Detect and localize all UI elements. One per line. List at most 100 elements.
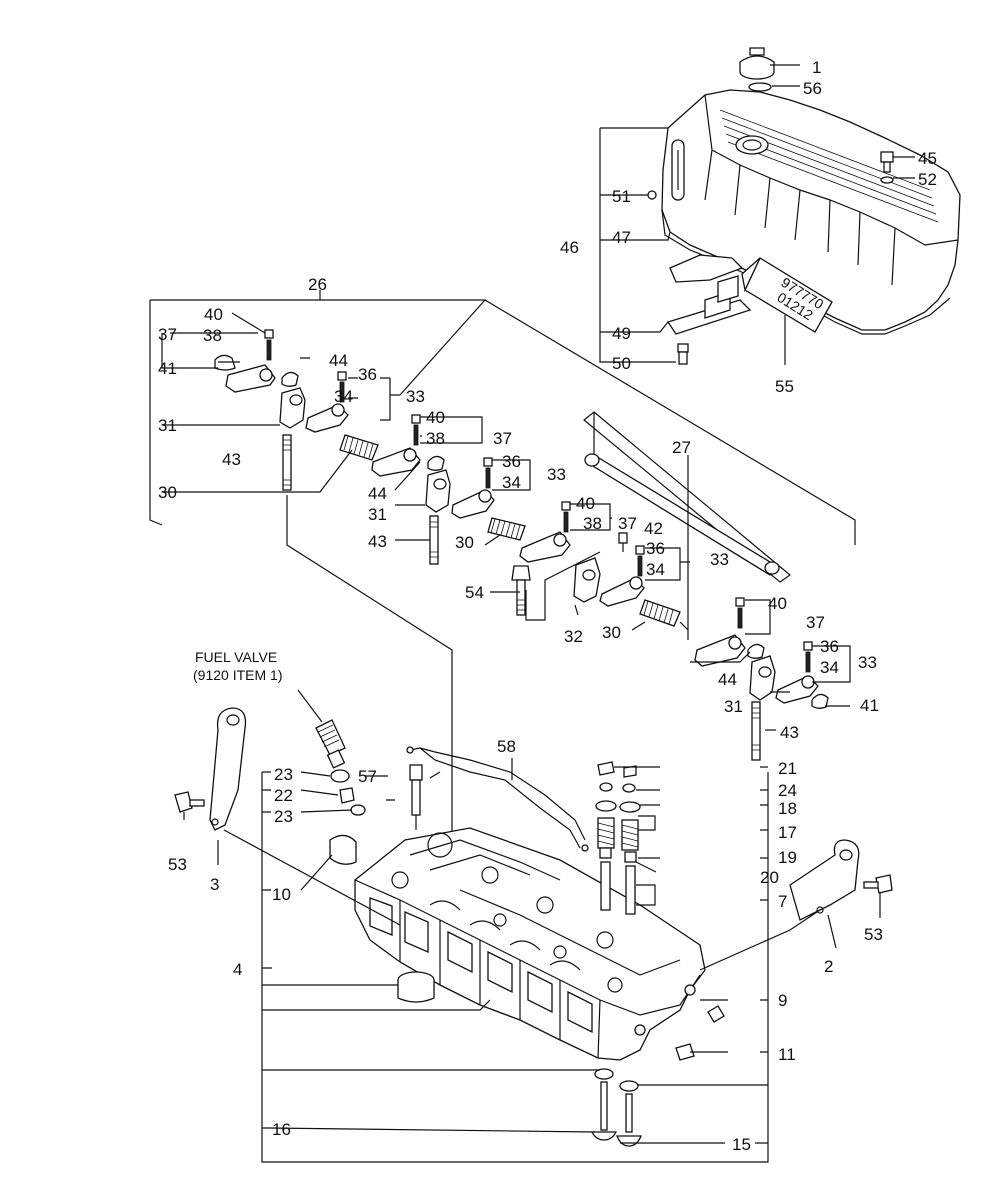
part-callout-36: 36 xyxy=(820,637,839,656)
intake-valve xyxy=(616,1093,642,1147)
spring-retainers xyxy=(595,800,641,813)
part-callout-23: 23 xyxy=(274,807,293,826)
fuel-valve-nut xyxy=(339,787,355,804)
part-callout-53: 53 xyxy=(864,925,883,944)
part-callout-16: 16 xyxy=(272,1120,291,1139)
part-callout-34: 34 xyxy=(820,658,839,677)
fuel-valve xyxy=(315,719,346,769)
rocker-spring-2 xyxy=(487,517,526,541)
rocker-stud-4 xyxy=(751,701,761,761)
part-callout-22: 22 xyxy=(274,786,293,805)
part-callout-30: 30 xyxy=(602,623,621,642)
part-callout-34: 34 xyxy=(502,473,521,492)
part-callout-41: 41 xyxy=(158,359,177,378)
oil-filler-cap xyxy=(739,47,775,80)
part-callout-32: 32 xyxy=(564,627,583,646)
part-callout-23: 23 xyxy=(274,765,293,784)
breather-plug xyxy=(647,190,657,200)
part-callout-37: 37 xyxy=(618,514,637,533)
part-callout-19: 19 xyxy=(778,848,797,867)
part-callout-43: 43 xyxy=(222,450,241,469)
part-callout-43: 43 xyxy=(368,532,387,551)
part-callout-40: 40 xyxy=(576,494,595,513)
fuel-valve-seal-upper xyxy=(330,769,350,783)
part-callout-56: 56 xyxy=(803,79,822,98)
part-callout-30: 30 xyxy=(455,533,474,552)
fuel-valve-seal-lower xyxy=(350,804,366,816)
part-callout-44: 44 xyxy=(368,484,387,503)
part-callout-54: 54 xyxy=(465,583,484,602)
part-callout-31: 31 xyxy=(724,697,743,716)
part-callout-44: 44 xyxy=(329,351,348,370)
valve-springs xyxy=(597,817,639,851)
part-callout-15: 15 xyxy=(732,1135,751,1154)
lifting-bracket-bolt-left xyxy=(174,791,205,813)
part-callout-20: 20 xyxy=(760,868,779,887)
part-callout-21: 21 xyxy=(778,759,797,778)
part-callout-18: 18 xyxy=(778,799,797,818)
part-callout-26: 26 xyxy=(308,275,327,294)
part-callout-46: 46 xyxy=(560,238,579,257)
rocker-spring-3 xyxy=(639,599,681,627)
part-callout-41: 41 xyxy=(860,696,879,715)
part-callout-24: 24 xyxy=(778,781,797,800)
part-callout-43: 43 xyxy=(780,723,799,742)
part-callout-31: 31 xyxy=(368,505,387,524)
part-callout-9: 9 xyxy=(778,991,787,1010)
part-callout-50: 50 xyxy=(612,354,631,373)
bolt-washer xyxy=(880,176,894,184)
part-callout-38: 38 xyxy=(426,429,445,448)
part-callout-36: 36 xyxy=(646,539,665,558)
part-callout-55: 55 xyxy=(775,377,794,396)
cover-gasket xyxy=(669,254,744,283)
valve-seat-exhaust xyxy=(594,1068,614,1080)
rocker-arm-set-4 xyxy=(694,597,829,761)
part-callout-47: 47 xyxy=(612,228,631,247)
part-callout-45: 45 xyxy=(918,149,937,168)
part-callout-1: 1 xyxy=(812,58,821,77)
rocker-bolt-54 xyxy=(511,565,531,616)
part-callout-2: 2 xyxy=(824,957,833,976)
lifting-bracket-2 xyxy=(789,839,860,921)
rocker-arm-set-3 xyxy=(511,501,681,627)
part-callout-34: 34 xyxy=(334,387,353,406)
part-callout-44: 44 xyxy=(718,670,737,689)
rocker-arm-set-2 xyxy=(371,414,526,565)
part-callout-38: 38 xyxy=(203,326,222,345)
side-plug-9 xyxy=(707,1005,725,1023)
valve-stem-seals xyxy=(599,847,637,863)
cylinder-head xyxy=(354,827,706,1061)
part-callout-40: 40 xyxy=(768,594,787,613)
fuel-valve-note-line2: (9120 ITEM 1) xyxy=(193,667,282,683)
part-callout-7: 7 xyxy=(778,892,787,911)
part-callout-36: 36 xyxy=(358,365,377,384)
part-callout-37: 37 xyxy=(806,613,825,632)
cup-plug xyxy=(397,971,435,1003)
rocker-stud-2 xyxy=(429,515,439,565)
valve-cover xyxy=(647,47,961,335)
part-callout-51: 51 xyxy=(612,187,631,206)
part-callout-4: 4 xyxy=(233,960,242,979)
valve-seat-intake xyxy=(619,1080,639,1092)
valve-guides xyxy=(600,861,636,915)
side-plug-11 xyxy=(675,1043,695,1061)
glow-plug xyxy=(409,764,423,830)
valve-keepers xyxy=(597,761,637,778)
part-callout-42: 42 xyxy=(644,519,663,538)
part-callout-49: 49 xyxy=(612,324,631,343)
valve-caps xyxy=(599,782,636,793)
rocker-shaft xyxy=(583,411,791,583)
expansion-plug xyxy=(329,834,357,865)
part-callout-3: 3 xyxy=(210,875,219,894)
fuel-valve-note-line1: FUEL VALVE xyxy=(195,649,277,665)
part-callout-33: 33 xyxy=(858,653,877,672)
part-callout-38: 38 xyxy=(583,514,602,533)
rocker-stud-1 xyxy=(282,434,292,491)
cover-bracket xyxy=(666,275,752,335)
part-callout-11: 11 xyxy=(778,1045,796,1064)
cap-seal-ring xyxy=(748,82,772,92)
bracket-bolt xyxy=(677,343,689,365)
